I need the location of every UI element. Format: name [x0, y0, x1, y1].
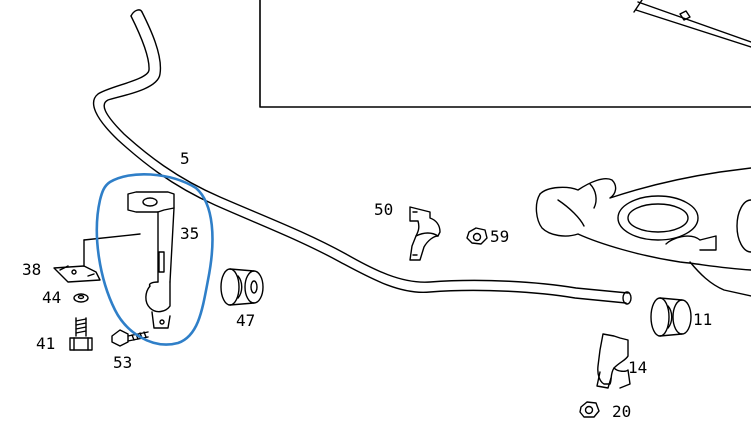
stabilizer-bar: [92, 9, 632, 305]
part-label-5: 5: [180, 149, 190, 168]
clamp-14: [596, 333, 631, 389]
part-label-44: 44: [42, 288, 62, 307]
rubber-mount-11: [650, 297, 692, 337]
rubber-mount-47: [220, 268, 264, 306]
part-label-38: 38: [22, 260, 42, 279]
part-label-47: 47: [236, 311, 256, 330]
part-label-20: 20: [612, 402, 632, 421]
part-label-50: 50: [374, 200, 394, 219]
part-label-35: 35: [180, 224, 200, 243]
part-label-53: 53: [113, 353, 133, 372]
axle-housing: [535, 167, 751, 297]
bracket-35: [127, 191, 175, 329]
highlight-outline: [95, 173, 214, 346]
part-label-41: 41: [36, 334, 56, 353]
plate-38: [53, 233, 141, 283]
bolt-41: [69, 317, 93, 351]
part-label-14: 14: [628, 358, 648, 377]
clamp-50: [409, 206, 441, 261]
nut-20: [579, 401, 600, 418]
part-label-11: 11: [693, 310, 713, 329]
nut-59: [466, 227, 488, 245]
washer-44: [73, 293, 89, 303]
part-label-59: 59: [490, 227, 510, 246]
inset-frame: [259, 0, 751, 108]
